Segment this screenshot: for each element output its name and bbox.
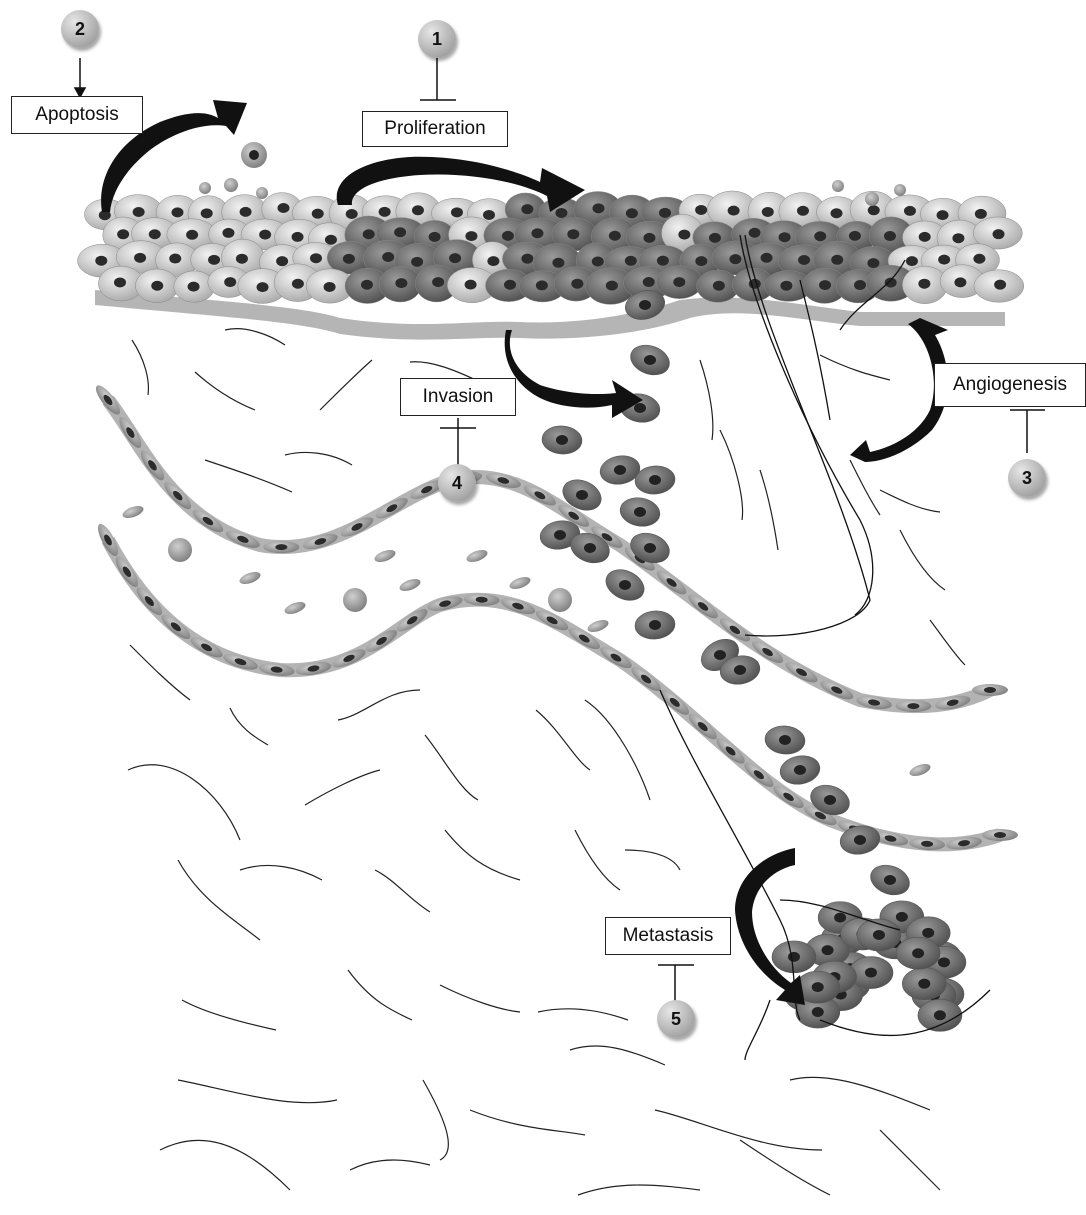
proliferation-label: Proliferation xyxy=(362,111,508,147)
step-badge-4: 4 xyxy=(438,464,476,502)
metastasis-arrow xyxy=(735,848,805,1005)
invasion-label: Invasion xyxy=(400,378,516,416)
step-badge-1: 1 xyxy=(418,20,456,58)
invasion-arrow xyxy=(505,330,643,418)
step-badge-5: 5 xyxy=(657,1000,695,1038)
step-badge-3: 3 xyxy=(1008,459,1046,497)
connective-tissue-fibers xyxy=(128,329,965,1195)
angiogenesis-label: Angiogenesis xyxy=(934,363,1086,407)
apoptosis-label: Apoptosis xyxy=(11,96,143,134)
step-badge-2: 2 xyxy=(61,10,99,48)
metastasis-label: Metastasis xyxy=(605,917,731,955)
invading-tumor-cells xyxy=(538,286,914,900)
